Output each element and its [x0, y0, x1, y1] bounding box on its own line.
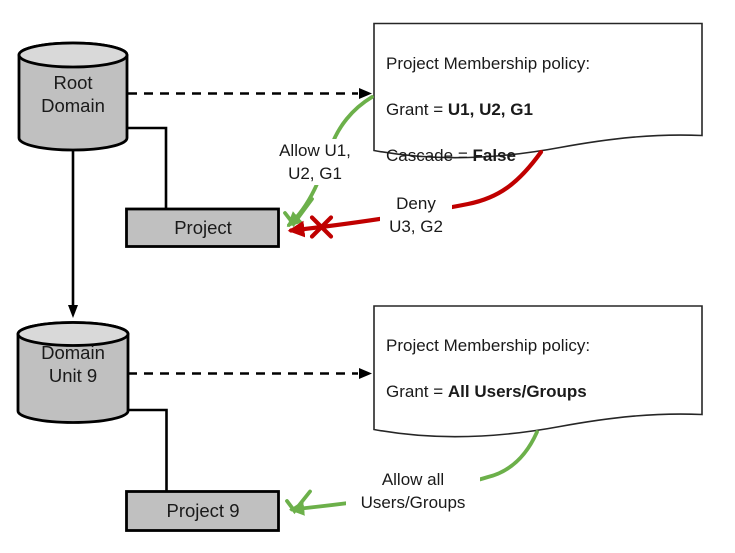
deny-curve-policy1-to-project — [287, 149, 544, 238]
arrowhead-down-icon — [68, 305, 78, 318]
project-label: Project — [174, 216, 232, 238]
project9-box — [125, 490, 280, 532]
policy1-cascade-label: Cascade = — [386, 146, 473, 165]
connector-root-to-project — [127, 126, 168, 211]
deny-u3-g2-label: Deny U3, G2 — [380, 192, 452, 238]
policy2-grant-label: Grant = — [386, 382, 448, 401]
policy1-grant-value: U1, U2, G1 — [447, 100, 533, 119]
policy2-grant-line: Grant = All Users/Groups — [386, 380, 686, 403]
project-box — [125, 207, 280, 248]
root-domain-cylinder-top — [17, 41, 129, 69]
allow-u1-u2-g1-label: Allow U1, U2, G1 — [266, 139, 364, 185]
allow-all-users-groups-label: Allow all Users/Groups — [346, 468, 480, 514]
policy1-title: Project Membership policy: — [386, 54, 591, 73]
policy-document-2 — [373, 305, 703, 438]
policy2-title: Project Membership policy: — [386, 336, 591, 355]
policy-document-1 — [373, 22, 703, 159]
domain-unit9-label: Domain Unit 9 — [41, 342, 105, 386]
policy1-grant-label: Grant = — [386, 100, 448, 119]
checkmark-icon — [285, 489, 312, 515]
policy1-text: Project Membership policy: Grant = U1, U… — [386, 29, 686, 190]
policy1-cascade-value: False — [472, 146, 516, 165]
policy2-grant-value: All Users/Groups — [447, 382, 587, 401]
x-icon — [309, 215, 334, 239]
checkmark-icon — [283, 197, 314, 228]
policy1-cascade-line: Cascade = False — [386, 144, 686, 167]
project9-label: Project 9 — [166, 500, 240, 521]
root-domain-label: Root Domain — [41, 72, 105, 116]
arrowhead-right-icon — [359, 368, 372, 379]
connector-domainunit-to-project9 — [128, 408, 168, 493]
domain-unit9-cylinder-top — [16, 321, 130, 347]
arrowhead-right-icon — [359, 88, 372, 99]
policy1-grant-line: Grant = U1, U2, G1 — [386, 98, 686, 121]
policy2-text: Project Membership policy: Grant = All U… — [386, 311, 686, 426]
